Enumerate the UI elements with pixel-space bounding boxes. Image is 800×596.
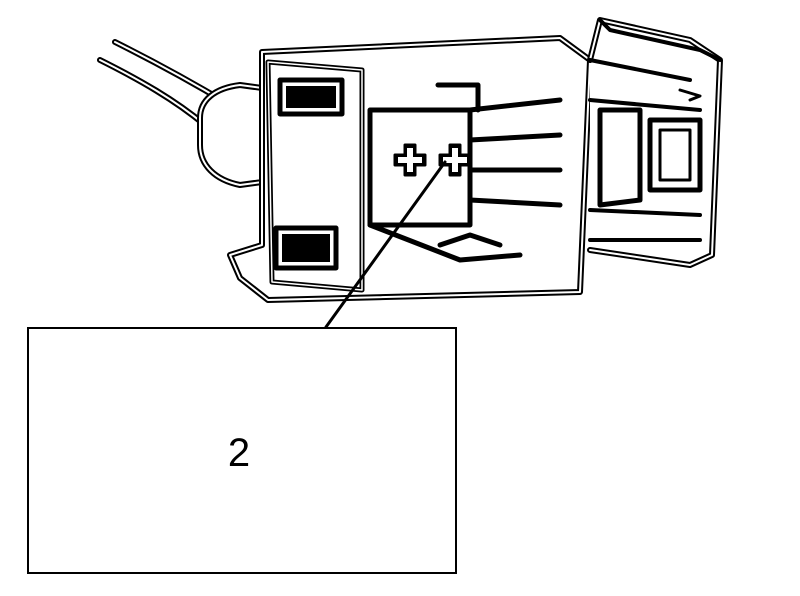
terminal-pins [393,143,472,177]
mating-connector [587,17,723,268]
terminal-cavity [367,82,563,263]
callout-box: 2 [27,327,457,574]
wire-boot [197,82,265,188]
callout-leader-line [324,160,447,329]
callout-label: 2 [227,431,251,475]
latch-slots [273,77,345,271]
